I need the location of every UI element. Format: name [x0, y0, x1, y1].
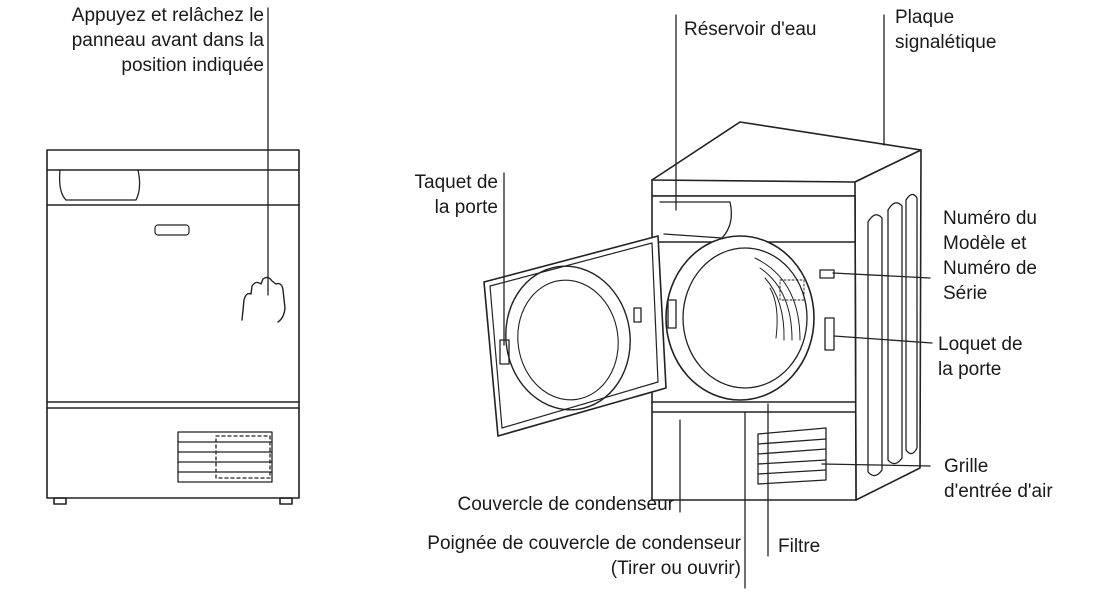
label-door-catch: Taquet de la porte	[414, 172, 498, 218]
label-condenser-handle: Poignée de couvercle de condenseur (Tire…	[427, 533, 741, 579]
model-plate-part	[819, 269, 835, 279]
hand-icon	[241, 276, 286, 323]
dryer-front-view	[46, 149, 300, 505]
label-rating-plate: Plaque signalétique	[895, 7, 997, 53]
label-filter: Filtre	[778, 536, 821, 557]
drum-ribs	[754, 257, 801, 341]
label-water-tank: Réservoir d'eau	[684, 19, 817, 40]
label-door-latch: Loquet de la porte	[938, 334, 1023, 380]
side-ribs	[867, 193, 918, 477]
leader-lines	[267, 7, 933, 589]
drum-filter-grid	[779, 279, 805, 301]
label-air-grille: Grille d'entrée d'air	[944, 456, 1053, 502]
label-model-serial: Numéro du Modèle et Numéro de Série	[943, 208, 1037, 304]
label-condenser-cover: Couvercle de condenseur	[457, 494, 674, 515]
side-air-grille	[757, 427, 827, 485]
front-air-grille	[177, 431, 273, 483]
open-door	[483, 235, 667, 437]
door-latch-part	[824, 317, 835, 351]
dryer-open-view	[483, 121, 922, 501]
label-front-panel: Appuyez et relâchez le panneau avant dan…	[71, 5, 264, 76]
